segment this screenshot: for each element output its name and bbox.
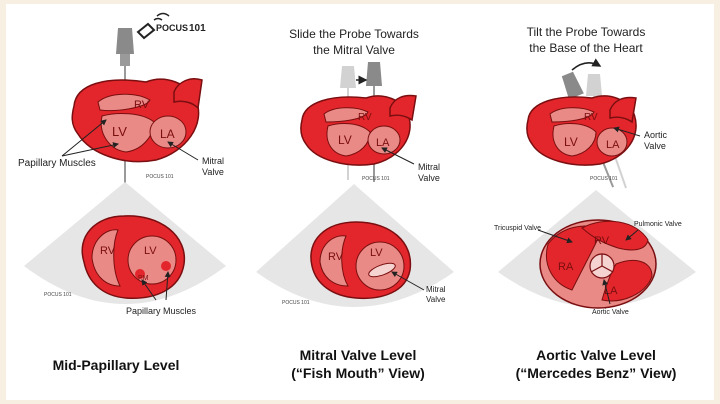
label-lv: LV [112,124,127,139]
column-mid-papillary: RV LV LA Papillary Muscles Mitral Valve … [18,28,226,373]
tilt-arrow [572,63,600,70]
callout-mitral-1: Mitral [202,156,224,166]
callout-valve-4: Valve [644,141,666,151]
figure-panel: POCUS 101 RV LV LA P [6,4,714,400]
watermark-1b: POCUS 101 [44,292,72,298]
label-lv: LV [564,135,578,149]
wave-logo-icon [154,14,169,21]
callout-valve-2: Valve [418,173,440,183]
callout-pulmonic: Pulmonic Valve [634,221,682,228]
caption-line-1: Mitral Valve Level [300,347,417,363]
label-rv: RV [584,112,598,123]
callout-valve-1: Valve [202,167,224,177]
caption-line-2: (“Mercedes Benz” View) [516,365,677,381]
label-lv: LV [338,133,352,147]
logo-number: 101 [189,23,206,34]
sa-label-rv: RV [328,251,344,263]
sa-label-lv: LV [370,247,383,259]
short-axis-heart: RV RA LA [540,220,656,308]
caption-line-1: Mid-Papillary Level [53,357,180,373]
sa-label-ra: RA [558,261,574,273]
heading-line-2: the Base of the Heart [529,41,643,55]
logo-text: POCUS [156,23,188,33]
sa-label-rv: RV [100,245,116,257]
long-axis-heart: RV LV LA [301,96,416,166]
callout-tricuspid: Tricuspid Valve [494,225,541,232]
callout-mitral-2: Mitral [418,162,440,172]
watermark-2b: POCUS 101 [282,300,310,306]
watermark-1a: POCUS 101 [146,174,174,180]
heading-line-2: the Mitral Valve [313,43,395,57]
heading-line-1: Tilt the Probe Towards [527,25,646,39]
caption-line-2: (“Fish Mouth” View) [291,365,425,381]
label-la: LA [160,127,175,141]
watermark-2a: POCUS 101 [362,176,390,182]
pocus-logo: POCUS 101 [138,14,206,39]
sa-label-rv: RV [594,235,610,247]
callout-papillary-muscles-2: Papillary Muscles [126,306,197,316]
illustration: POCUS 101 RV LV LA P [6,4,714,400]
column-aortic-valve: Tilt the Probe Towards the Base of the H… [494,25,696,381]
callout-valve-3: Valve [426,295,446,304]
short-axis-heart: RV LV [311,222,410,298]
sa-label-lv: LV [144,245,157,257]
callout-mitral-3: Mitral [426,285,446,294]
watermark-3a: POCUS 101 [590,176,618,182]
long-axis-heart: RV LV LA [527,96,636,165]
short-axis-heart: RV LV PM [82,216,184,298]
callout-papillary-muscles-1: Papillary Muscles [18,158,96,169]
probe-logo-icon [138,24,154,38]
callout-aortic-2: Aortic Valve [592,309,629,316]
sa-label-pm: PM [138,275,149,282]
label-rv: RV [134,99,150,111]
caption-line-1: Aortic Valve Level [536,347,656,363]
column-mitral-valve: Slide the Probe Towards the Mitral Valve… [256,27,454,381]
label-la: LA [606,139,620,151]
label-rv: RV [358,112,372,123]
callout-aortic-1: Aortic [644,130,668,140]
label-la: LA [376,137,390,149]
heading-line-1: Slide the Probe Towards [289,27,419,41]
